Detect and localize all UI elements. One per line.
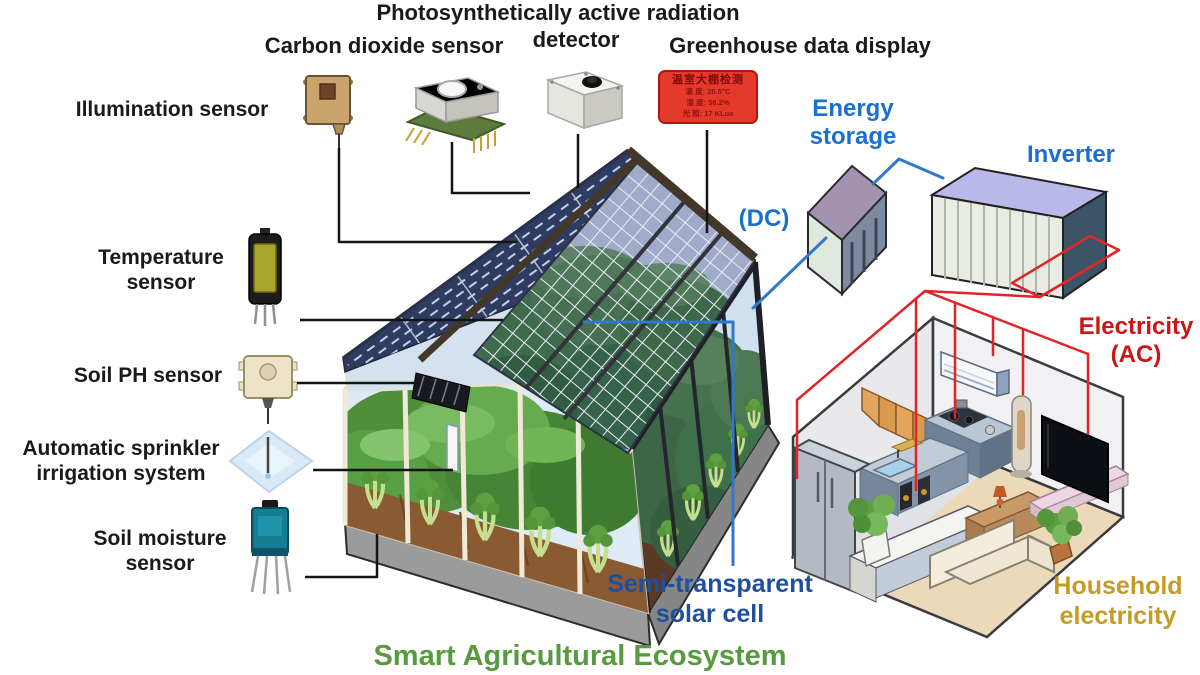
label-solar-cell: Semi-transparent solar cell [607, 570, 813, 629]
label-soil-moisture-line1: Soil moisture [93, 527, 227, 550]
label-co2-sensor: Carbon dioxide sensor [264, 33, 504, 58]
cooking-pot [955, 399, 968, 409]
page-title: Smart Agricultural Ecosystem [373, 640, 787, 672]
cutting-board [890, 438, 924, 452]
greenhouse-front-wall [342, 379, 650, 615]
label-soil-moisture-sensor: Soil moisture sensor [93, 527, 226, 577]
callout-illumination [337, 148, 517, 244]
label-electricity-line2: (AC) [1110, 341, 1162, 369]
display-panel-row-light: 光 照: 17 KLux [682, 108, 734, 118]
label-data-display: Greenhouse data display [669, 33, 931, 58]
label-temperature-line2: sensor [126, 270, 196, 294]
label-solar-cell-line1: Semi-transparent [607, 570, 813, 598]
soil-moisture-sensor-device [250, 500, 292, 595]
sprinkler-device [228, 429, 314, 494]
greenhouse [342, 146, 781, 648]
kettle [985, 425, 995, 435]
kitchen-counter-left [858, 437, 970, 517]
vent-grille [411, 372, 471, 413]
label-household-electricity: Household electricity [1053, 572, 1182, 631]
soil-ph-sensor-device [238, 355, 298, 424]
display-panel-row-humidity: 湿 度: 56.2% [686, 98, 730, 108]
label-household-line2: electricity [1059, 601, 1177, 630]
label-inverter: Inverter [1026, 141, 1116, 168]
ridge-beam [625, 146, 758, 262]
sprinkler-riser-pipe [446, 423, 459, 473]
callout-lines [297, 130, 709, 579]
label-dc: (DC) [738, 205, 790, 232]
label-soil-moisture-line2: sensor [125, 551, 195, 575]
label-soil-ph-sensor: Soil PH sensor [73, 364, 223, 387]
label-energy-storage-line2: storage [809, 123, 897, 151]
co2-sensor-device [405, 77, 507, 153]
table-lamp [993, 486, 1007, 497]
ac-wires [795, 234, 1121, 492]
temperature-sensor-device [248, 228, 282, 326]
stove-cooktop [938, 406, 988, 428]
label-par-detector-line2: detector [532, 27, 620, 52]
energy-storage-unit [806, 164, 888, 297]
label-household-line1: Household [1053, 572, 1183, 600]
television [1041, 414, 1109, 504]
callout-soil-moisture [305, 534, 379, 579]
label-solar-cell-line2: solar cell [655, 599, 765, 628]
label-electricity-line1: Electricity [1078, 313, 1194, 340]
label-electricity-ac: Electricity (AC) [1079, 313, 1194, 370]
label-sprinkler-line1: Automatic sprinkler [22, 437, 220, 460]
corner-post-right [752, 261, 771, 426]
gable-edge-beam [417, 157, 639, 363]
household-room [790, 315, 1130, 639]
standing-fan [1010, 395, 1032, 478]
illumination-sensor-device [303, 75, 353, 150]
dc-wire-greenhouse-to-storage [751, 236, 828, 310]
potted-plant-right [1037, 506, 1082, 566]
label-par-detector-line1: Photosynthetically active radiation [376, 0, 740, 25]
label-energy-storage: Energy storage [810, 95, 897, 152]
label-energy-storage-line1: Energy [812, 95, 894, 122]
callout-co2 [450, 142, 530, 195]
dc-wires [751, 157, 945, 310]
par-detector-device [545, 71, 625, 130]
display-panel-row-temperature: 温 度: 20.5°C [685, 87, 731, 97]
sofa [929, 518, 1057, 590]
display-panel-title: 温室大棚检测 [672, 74, 744, 86]
label-illumination-sensor: Illumination sensor [75, 98, 269, 121]
label-sprinkler-line2: irrigation system [36, 461, 206, 485]
label-temperature-line1: Temperature [98, 246, 224, 269]
callout-solar-cell [583, 320, 735, 566]
label-temperature-sensor: Temperature sensor [98, 246, 224, 296]
potted-plant-left [848, 494, 895, 568]
label-sprinkler: Automatic sprinkler irrigation system [22, 437, 219, 487]
dc-wire-storage-to-inverter [871, 157, 945, 186]
soil-bed-front [345, 482, 648, 613]
greenhouse-data-display-panel: 温室大棚检测 温 度: 20.5°C 湿 度: 56.2% 光 照: 17 KL… [658, 70, 758, 124]
